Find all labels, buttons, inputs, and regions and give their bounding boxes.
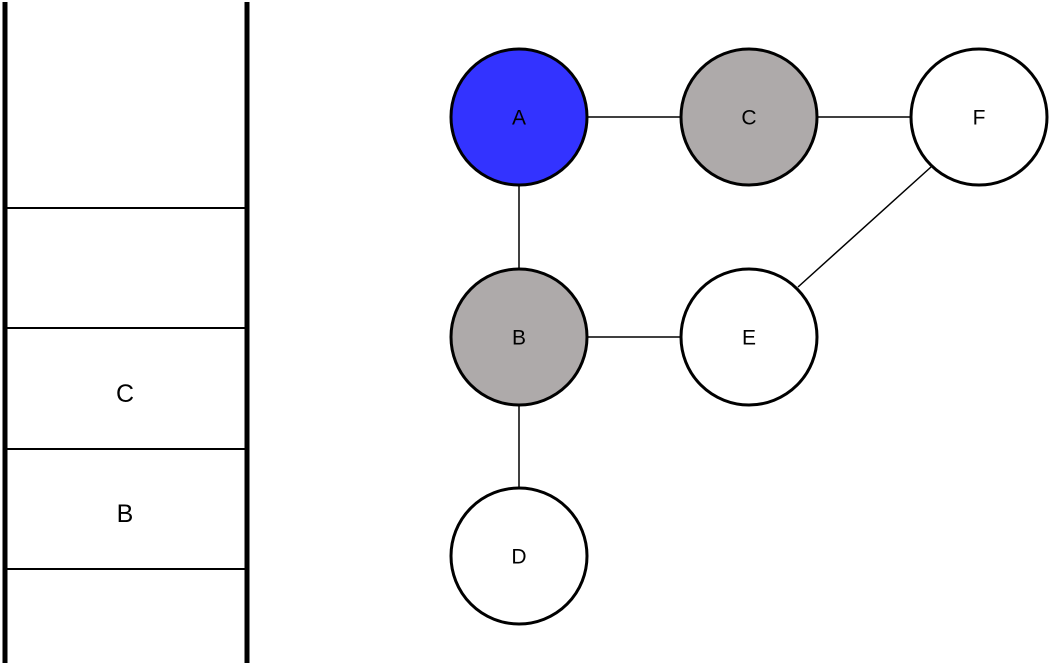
node-c: C bbox=[679, 47, 819, 187]
node-a-circle bbox=[449, 47, 589, 187]
node-e-circle bbox=[679, 267, 819, 407]
node-d: D bbox=[449, 486, 589, 626]
stack-slot-label: B bbox=[117, 500, 134, 528]
stack: C B bbox=[2, 2, 250, 663]
stack-slot-label: C bbox=[116, 380, 134, 408]
node-b-circle bbox=[449, 267, 589, 407]
node-d-label: D bbox=[511, 546, 526, 569]
edge-e-f bbox=[797, 166, 932, 288]
node-b: B bbox=[449, 267, 589, 407]
node-c-circle bbox=[679, 47, 819, 187]
node-f-label: F bbox=[973, 107, 986, 130]
node-c-label: C bbox=[741, 107, 756, 130]
node-d-circle bbox=[449, 486, 589, 626]
node-a-label: A bbox=[512, 107, 526, 130]
node-b-label: B bbox=[512, 327, 526, 350]
graph-nodes: A C F B E D bbox=[449, 47, 1049, 626]
node-e: E bbox=[679, 267, 819, 407]
node-a: A bbox=[449, 47, 589, 187]
node-e-label: E bbox=[742, 327, 756, 350]
node-f-circle bbox=[909, 47, 1049, 187]
node-f: F bbox=[909, 47, 1049, 187]
graph-edges bbox=[518, 116, 932, 489]
